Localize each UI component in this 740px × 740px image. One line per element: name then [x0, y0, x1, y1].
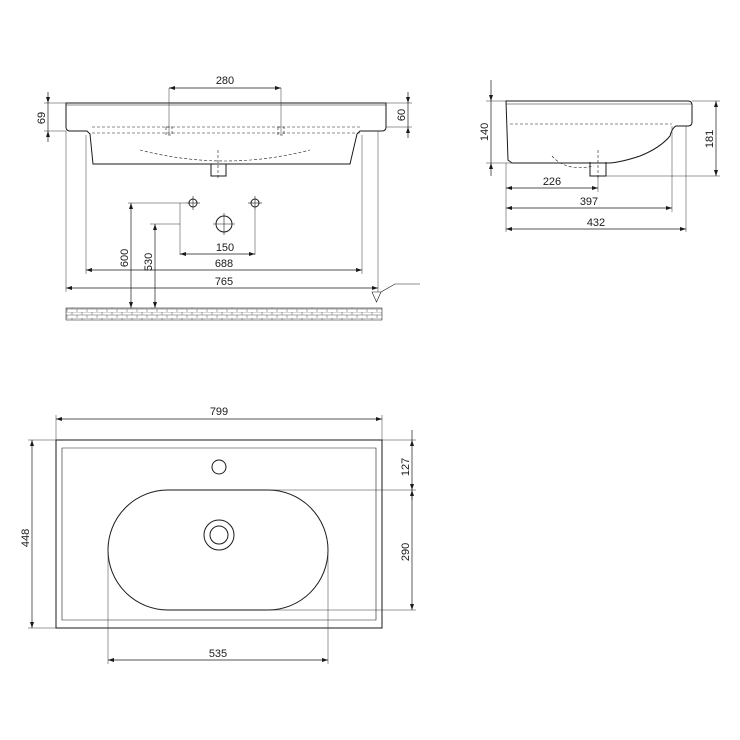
floor-hatch: [65, 307, 383, 321]
dim-label-69: 69: [36, 112, 48, 124]
side-drain-pipe: [589, 162, 607, 177]
dim-arrows: [410, 440, 414, 490]
dim-label-140: 140: [479, 123, 491, 141]
dim-label-150: 150: [216, 242, 234, 254]
level-leader: [380, 283, 420, 293]
plan-outline: [55, 439, 383, 629]
dim-label-127: 127: [400, 458, 412, 476]
plan-drain-inner: [209, 525, 229, 545]
front-bowl-hidden-curve: [139, 149, 311, 162]
plan-tap-hole: [211, 459, 227, 475]
dim-label-448: 448: [20, 529, 32, 547]
dim-label-688: 688: [215, 258, 233, 270]
dim-label-280: 280: [216, 75, 234, 87]
front-drain-pipe: [210, 163, 227, 177]
plan-drain-outer: [203, 519, 235, 551]
dim-label-226: 226: [543, 176, 561, 188]
dim-label-432: 432: [587, 217, 605, 229]
dim-label-530: 530: [143, 253, 155, 271]
plan-inner-rim: [61, 447, 377, 621]
dim-label-535: 535: [209, 648, 227, 660]
dim-label-290: 290: [400, 543, 412, 561]
dim-label-397: 397: [580, 196, 598, 208]
level-symbol-icon: [371, 291, 382, 303]
side-basin-outline: [505, 100, 693, 164]
dim-label-799: 799: [210, 406, 228, 418]
plan-view: 799 448 127 290 535: [20, 406, 416, 664]
side-drain-hidden: [551, 155, 595, 168]
dim-label-765: 765: [215, 276, 233, 288]
dim-label-181: 181: [704, 130, 716, 148]
front-view: 280 69 60 150 688 765: [36, 75, 420, 321]
dim-label-600: 600: [119, 249, 131, 267]
dim-label-60: 60: [396, 109, 408, 121]
front-basin-outline: [65, 102, 387, 165]
side-view: 140 181 226 397 432: [479, 80, 720, 232]
